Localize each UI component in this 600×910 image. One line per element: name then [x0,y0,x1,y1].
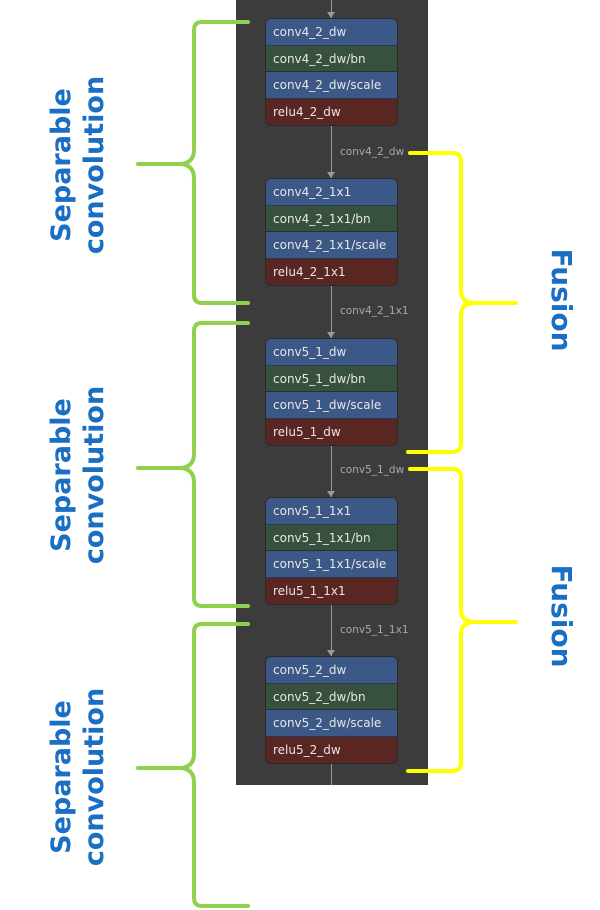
node-row-bn[interactable]: conv4_2_1x1/bn [266,205,397,232]
node-row-scale[interactable]: conv4_2_dw/scale [266,72,397,99]
layer-node-conv5-1-dw[interactable]: conv5_1_dw conv5_1_dw/bn conv5_1_dw/scal… [265,338,398,446]
label-line-1: Separable [46,398,77,552]
layer-node-conv5-1-1x1[interactable]: conv5_1_1x1 conv5_1_1x1/bn conv5_1_1x1/s… [265,497,398,605]
separable-bracket [136,321,250,608]
edge-label: conv4_2_dw [340,146,405,158]
edge-line [331,446,332,497]
node-row-relu[interactable]: relu5_1_1x1 [266,577,397,604]
node-row-bn[interactable]: conv4_2_dw/bn [266,45,397,72]
node-row-conv[interactable]: conv5_2_dw [266,657,397,684]
edge-line-top [331,0,332,18]
separable-bracket [136,20,250,305]
edge-label: conv5_1_dw [340,464,405,476]
separable-convolution-label: Separable convolution [45,65,111,265]
arrowhead-icon [327,172,335,178]
label-line-1: Separable [46,700,77,854]
separable-convolution-label: Separable convolution [45,375,111,575]
node-row-conv[interactable]: conv4_2_dw [266,19,397,46]
fusion-bracket [406,151,518,454]
label-line-2: convolution [79,75,110,255]
node-row-bn[interactable]: conv5_2_dw/bn [266,683,397,710]
node-row-scale[interactable]: conv5_1_1x1/scale [266,551,397,578]
node-row-bn[interactable]: conv5_1_dw/bn [266,365,397,392]
layer-node-conv4-2-1x1[interactable]: conv4_2_1x1 conv4_2_1x1/bn conv4_2_1x1/s… [265,178,398,286]
edge-label: conv4_2_1x1 [340,305,409,317]
fusion-bracket [406,467,518,773]
arrowhead-icon [327,491,335,497]
label-line-2: convolution [79,687,110,867]
fusion-label: Fusion [545,248,578,352]
fusion-label: Fusion [545,564,578,668]
node-row-relu[interactable]: relu4_2_dw [266,98,397,125]
edge-line [331,605,332,656]
layer-node-conv5-2-dw[interactable]: conv5_2_dw conv5_2_dw/bn conv5_2_dw/scal… [265,656,398,764]
arrowhead-icon [327,650,335,656]
node-row-relu[interactable]: relu5_2_dw [266,736,397,763]
separable-bracket [136,622,250,908]
node-row-scale[interactable]: conv4_2_1x1/scale [266,232,397,259]
node-row-conv[interactable]: conv4_2_1x1 [266,179,397,206]
arrowhead-icon [327,12,335,18]
label-line-1: Separable [46,88,77,242]
node-row-bn[interactable]: conv5_1_1x1/bn [266,524,397,551]
edge-line-bottom [331,764,332,785]
node-row-scale[interactable]: conv5_1_dw/scale [266,392,397,419]
edge-line [331,286,332,338]
node-row-scale[interactable]: conv5_2_dw/scale [266,710,397,737]
layer-node-conv4-2-dw[interactable]: conv4_2_dw conv4_2_dw/bn conv4_2_dw/scal… [265,18,398,126]
separable-convolution-label: Separable convolution [45,677,111,877]
node-row-relu[interactable]: relu4_2_1x1 [266,258,397,285]
node-row-relu[interactable]: relu5_1_dw [266,418,397,445]
edge-label: conv5_1_1x1 [340,624,409,636]
label-line-2: convolution [79,385,110,565]
node-row-conv[interactable]: conv5_1_1x1 [266,498,397,525]
arrowhead-icon [327,332,335,338]
node-row-conv[interactable]: conv5_1_dw [266,339,397,366]
edge-line [331,126,332,178]
